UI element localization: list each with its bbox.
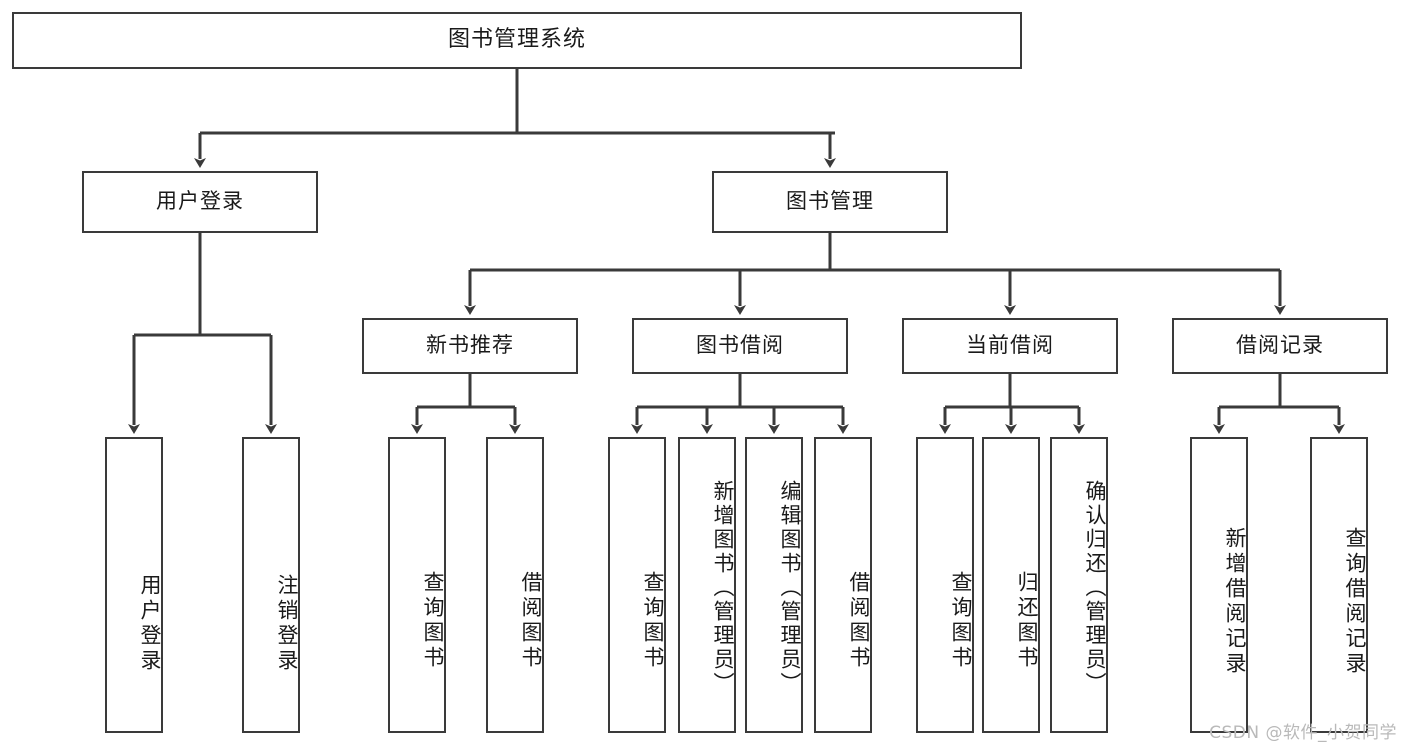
node-root-book-management-system[interactable]: 图书管理系统: [12, 12, 1022, 69]
node-leaf-edit-book-admin[interactable]: 编辑图书（管理员）: [745, 437, 803, 733]
node-leaf-query-book-2[interactable]: 查询图书: [608, 437, 666, 733]
node-leaf-confirm-return-admin[interactable]: 确认归还（管理员）: [1050, 437, 1108, 733]
node-new-book-recommend[interactable]: 新书推荐: [362, 318, 578, 374]
node-leaf-query-book-1[interactable]: 查询图书: [388, 437, 446, 733]
node-leaf-user-login[interactable]: 用户登录: [105, 437, 163, 733]
node-leaf-borrow-book-2[interactable]: 借阅图书: [814, 437, 872, 733]
node-leaf-query-borrow-record[interactable]: 查询借阅记录: [1310, 437, 1368, 733]
node-current-borrow[interactable]: 当前借阅: [902, 318, 1118, 374]
node-leaf-add-borrow-record[interactable]: 新增借阅记录: [1190, 437, 1248, 733]
node-leaf-borrow-book-1[interactable]: 借阅图书: [486, 437, 544, 733]
node-borrow-record[interactable]: 借阅记录: [1172, 318, 1388, 374]
node-leaf-query-book-3[interactable]: 查询图书: [916, 437, 974, 733]
node-leaf-logout[interactable]: 注销登录: [242, 437, 300, 733]
csdn-watermark: CSDN @软件_小贺同学: [1209, 723, 1397, 743]
node-leaf-return-book[interactable]: 归还图书: [982, 437, 1040, 733]
node-user-login[interactable]: 用户登录: [82, 171, 318, 233]
node-book-management[interactable]: 图书管理: [712, 171, 948, 233]
node-book-borrow[interactable]: 图书借阅: [632, 318, 848, 374]
node-leaf-add-book-admin[interactable]: 新增图书（管理员）: [678, 437, 736, 733]
